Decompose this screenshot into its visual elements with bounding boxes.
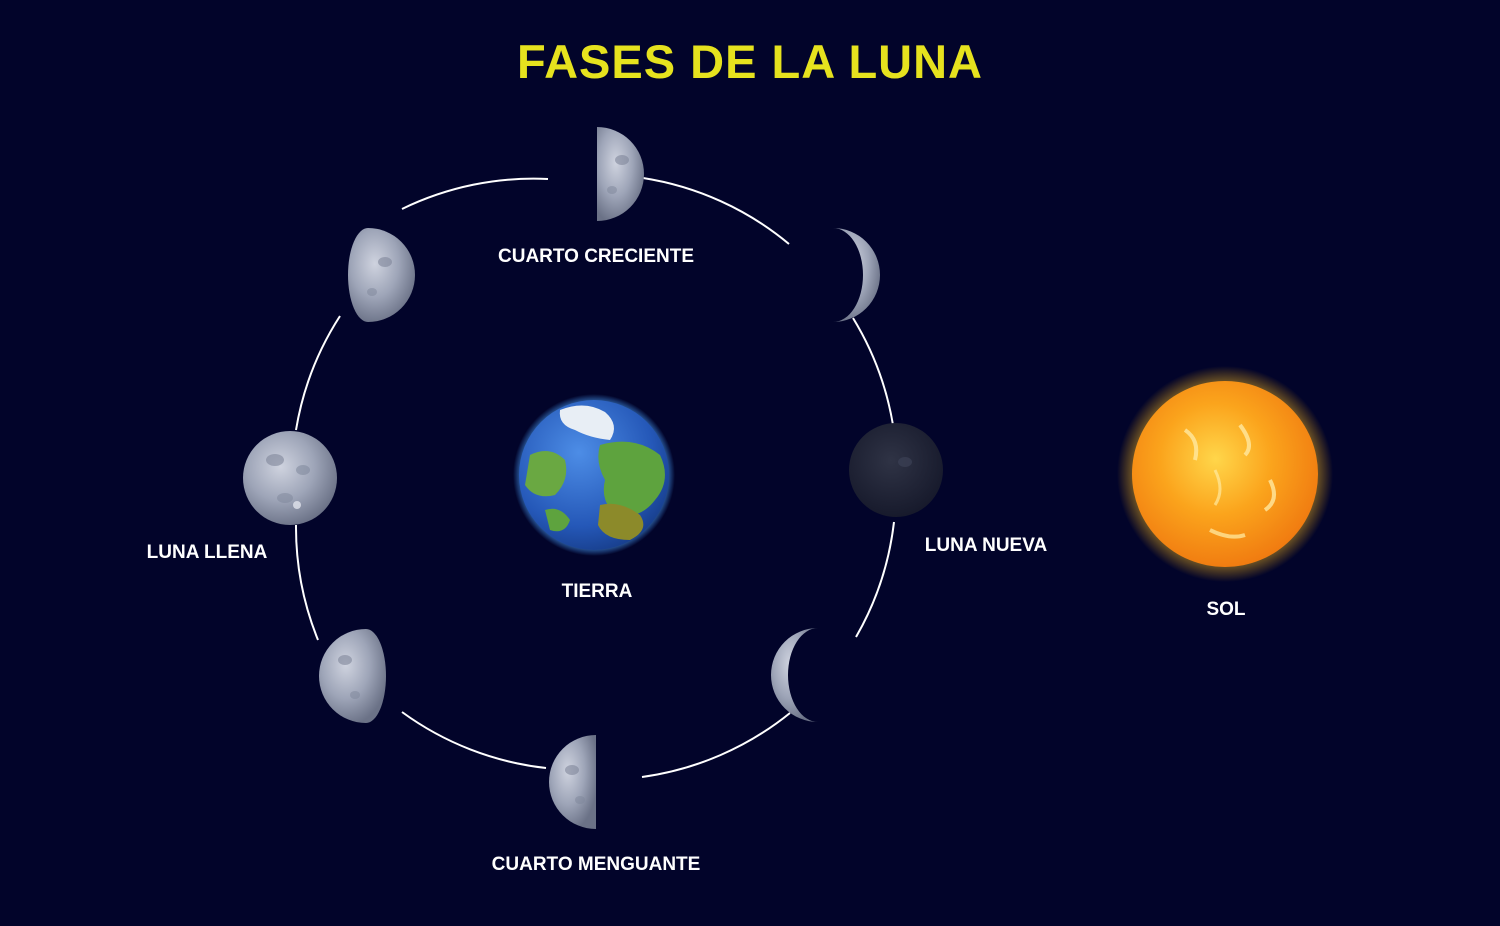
sun-icon [1117, 366, 1333, 582]
label-tierra: TIERRA [562, 581, 633, 602]
label-cuarto-creciente: CUARTO CRECIENTE [498, 246, 694, 267]
label-luna-nueva: LUNA NUEVA [925, 535, 1048, 556]
moon-orbit [294, 177, 895, 778]
diagram-title: FASES DE LA LUNA [517, 35, 983, 88]
label-sol: SOL [1206, 599, 1245, 620]
moon-phase-icon [243, 431, 337, 525]
label-luna-llena: LUNA LLENA [147, 542, 268, 563]
earth-icon [513, 394, 675, 556]
moon-phase-icon [833, 228, 880, 322]
moon-phase-icon [549, 735, 596, 829]
moon-phase-icon [597, 127, 644, 221]
moon-phase-icon [849, 423, 943, 517]
label-cuarto-menguante: CUARTO MENGUANTE [492, 854, 701, 875]
moon-phase-icon [319, 629, 386, 723]
moon-phase-icon [348, 228, 415, 322]
moon-phase-icon [771, 628, 818, 722]
